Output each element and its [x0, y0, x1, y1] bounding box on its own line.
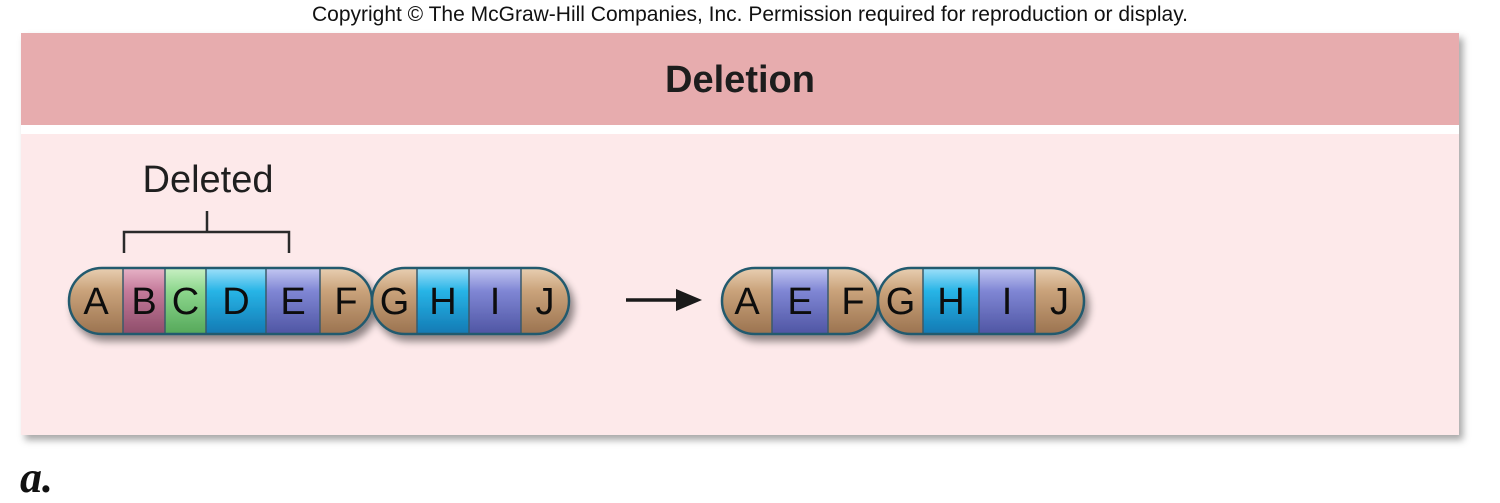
panel-title: Deletion: [665, 59, 815, 101]
segment-label-f: F: [841, 281, 864, 323]
subfigure-label: a.: [20, 453, 53, 502]
segment-label-h: H: [937, 281, 964, 323]
segment-e: [772, 268, 829, 334]
copyright-notice: Copyright © The McGraw-Hill Companies, I…: [311, 3, 1189, 26]
segment-label-g: G: [380, 281, 410, 323]
segment-label-c: C: [172, 281, 199, 323]
segment-label-h: H: [429, 281, 456, 323]
segment-label-a: A: [83, 281, 109, 323]
segment-label-j: J: [536, 281, 555, 323]
segment-label-e: E: [280, 281, 305, 323]
panel-header: Deletion: [21, 33, 1459, 134]
deleted-label: Deleted: [143, 159, 274, 201]
segment-label-j: J: [1050, 281, 1069, 323]
chromosome-arm: [878, 268, 1084, 334]
segment-label-e: E: [787, 281, 812, 323]
segment-c: [165, 268, 207, 334]
chromosome-arm: [372, 268, 569, 334]
segment-b: [123, 268, 166, 334]
segment-e: [266, 268, 321, 334]
right-arrow-icon: [626, 289, 702, 311]
chromosome-arm: [69, 268, 372, 334]
segment-label-b: B: [131, 281, 156, 323]
segment-label-g: G: [886, 281, 916, 323]
segment-i: [469, 268, 522, 334]
deleted-bracket: [122, 211, 291, 253]
segment-d: [206, 268, 267, 334]
segment-label-i: I: [1002, 281, 1013, 323]
segment-label-f: F: [334, 281, 357, 323]
segment-label-a: A: [734, 281, 760, 323]
segment-h: [923, 268, 980, 334]
deletion-panel: Deletion: [21, 33, 1459, 435]
segment-label-i: I: [490, 281, 501, 323]
segment-label-d: D: [222, 281, 249, 323]
segment-h: [417, 268, 470, 334]
segment-i: [979, 268, 1036, 334]
